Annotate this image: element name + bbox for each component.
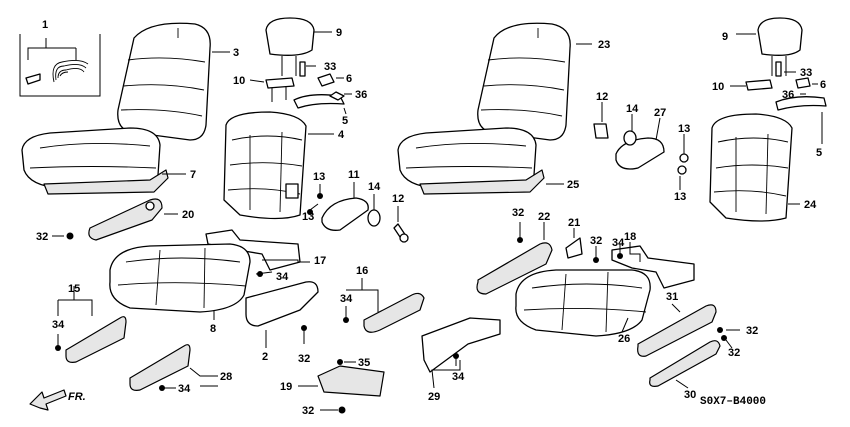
callout: 9	[336, 27, 342, 39]
seat-frame-18	[611, 245, 695, 289]
callout: 25	[567, 179, 579, 191]
side-cover-20	[88, 198, 163, 241]
callout: 32	[298, 353, 310, 365]
rail-cover-30	[649, 340, 721, 387]
seat-back-right	[477, 22, 571, 141]
callout: 21	[568, 217, 580, 229]
headrest-right	[757, 17, 803, 76]
small-parts-left-top	[293, 61, 345, 109]
cushion-pad-8	[109, 243, 251, 313]
seat-cushion-left	[21, 127, 169, 195]
callout: 13	[674, 191, 686, 203]
side-garnish-29	[421, 317, 501, 373]
callout: 31	[666, 291, 678, 303]
callout: 13	[313, 171, 325, 183]
small-parts-right-mid	[593, 123, 689, 175]
callout: 7	[190, 169, 196, 181]
callout: 26	[618, 333, 630, 345]
callout: 35	[358, 357, 370, 369]
seat-back-left	[117, 22, 211, 141]
front-direction-arrow: FR.	[29, 389, 86, 411]
callout: 6	[346, 73, 352, 85]
callout: 17	[314, 255, 326, 267]
callout: 34	[52, 319, 65, 331]
leader-lines	[52, 31, 823, 411]
armrest-hinge-left	[367, 209, 409, 243]
headrest-guide-left	[265, 77, 295, 102]
callout: 8	[210, 323, 216, 335]
callout: 23	[598, 39, 610, 51]
callout: 34	[276, 271, 289, 283]
callout: 29	[428, 391, 440, 403]
armrest-11	[321, 197, 369, 231]
knee-cover-28	[129, 344, 191, 391]
seat-back-frame-24	[709, 113, 793, 222]
cushion-pad-26	[515, 269, 651, 337]
spring-clip	[52, 59, 89, 83]
callout: 34	[452, 371, 465, 383]
callout: 22	[538, 211, 550, 223]
callout: 33	[324, 61, 336, 73]
callout: 12	[392, 193, 404, 205]
callout: 11	[348, 169, 360, 181]
side-cover-22	[476, 242, 553, 295]
callout: 6	[820, 79, 826, 91]
callout: 13	[302, 211, 314, 223]
callout: 19	[280, 381, 292, 393]
callout: 10	[233, 75, 245, 87]
callout: 10	[712, 81, 724, 93]
callout: 27	[654, 107, 666, 119]
callout: 34	[612, 237, 625, 249]
callout: 32	[728, 347, 740, 359]
callout: 32	[590, 235, 602, 247]
callout: 34	[178, 383, 191, 395]
callout: 2	[262, 351, 268, 363]
base-cover-19	[317, 365, 385, 397]
callout: 3	[233, 47, 239, 59]
callout: 32	[512, 207, 524, 219]
callout: 36	[782, 89, 794, 101]
fasteners	[55, 193, 727, 414]
armrest-27	[615, 137, 665, 170]
headrest-left	[265, 17, 315, 76]
callout: 33	[800, 67, 812, 79]
callout: 32	[302, 405, 314, 417]
callout-numbers: 1 3 9 10 33 6 36 5 4 7 13 13 11 14 12 20…	[36, 19, 826, 417]
callout: 14	[368, 181, 381, 193]
callout: 12	[596, 91, 608, 103]
callout: 13	[678, 123, 690, 135]
callout: 32	[36, 231, 48, 243]
callout: 28	[220, 371, 232, 383]
front-label: FR.	[68, 391, 86, 403]
side-cover-2	[245, 281, 319, 327]
callout: 30	[684, 389, 696, 401]
callout: 1	[42, 19, 48, 31]
callout: 15	[68, 283, 80, 295]
inset-box-part-1	[19, 34, 101, 97]
headrest-guide-right	[745, 61, 827, 111]
callout: 20	[182, 209, 194, 221]
center-frame-16	[363, 292, 425, 333]
callout: 5	[816, 147, 822, 159]
callout: 16	[356, 265, 368, 277]
callout: 24	[804, 199, 817, 211]
callout: 34	[340, 293, 353, 305]
side-cover-31	[637, 304, 717, 357]
seat-cushion-right	[397, 127, 545, 195]
callout: 32	[746, 325, 758, 337]
knee-cover-15	[65, 316, 127, 363]
callout: 14	[626, 103, 639, 115]
callout: 18	[624, 231, 636, 243]
callout: 36	[355, 89, 367, 101]
callout: 4	[338, 129, 345, 141]
callout: 5	[342, 115, 348, 127]
callout: 9	[722, 31, 728, 43]
seat-back-frame-4	[223, 111, 307, 220]
bracket-21	[565, 237, 583, 259]
diagram-code: S0X7–B4000	[700, 396, 766, 408]
